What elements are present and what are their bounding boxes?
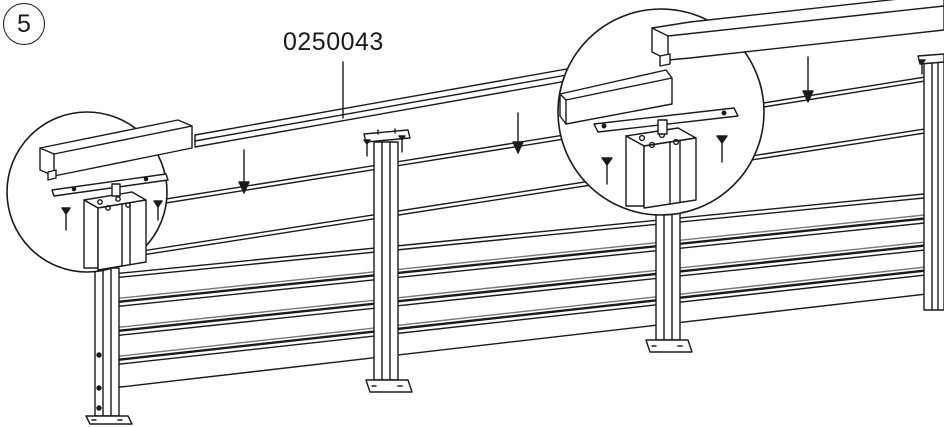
down-arrow-icon bbox=[238, 149, 250, 194]
post-far-right bbox=[917, 53, 944, 311]
step-number: 5 bbox=[17, 9, 31, 38]
post-left bbox=[85, 267, 133, 425]
post-right-middle bbox=[645, 199, 693, 353]
down-arrow-icon bbox=[512, 112, 524, 154]
detail-callout-left bbox=[6, 111, 193, 273]
post-middle bbox=[363, 128, 413, 393]
step-number-badge: 5 bbox=[3, 3, 45, 45]
down-arrow-icon bbox=[802, 56, 814, 103]
part-number-label: 0250043 bbox=[283, 28, 384, 56]
detail-callout-right bbox=[557, 0, 944, 216]
lower-round-rail bbox=[109, 125, 944, 261]
